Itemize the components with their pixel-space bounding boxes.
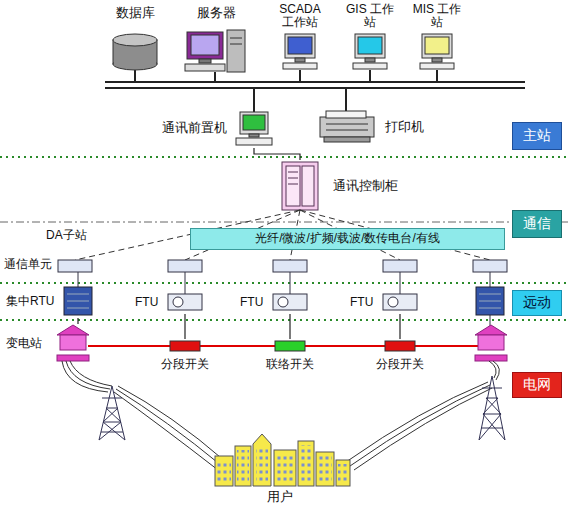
database-icon: 数据库	[100, 4, 170, 72]
front-end-computer-icon	[236, 112, 272, 145]
database-cylinder	[113, 34, 157, 70]
ftu-device: FTU	[348, 291, 420, 314]
connector	[213, 345, 262, 347]
server-computer	[185, 30, 245, 72]
rtu-racks	[64, 287, 504, 315]
node-label: 通讯前置机	[162, 121, 227, 135]
node-label: GIS 工作站	[343, 3, 397, 29]
transmission-towers	[99, 376, 505, 440]
node-label: 通信	[523, 216, 551, 231]
switch-icons	[170, 341, 415, 351]
tie-switch: 联络开关	[262, 339, 318, 373]
users-city: 用户	[205, 428, 355, 506]
workstation-icon: MIS 工作站	[405, 1, 469, 73]
cabinet-icon	[282, 162, 318, 210]
connector	[318, 345, 372, 347]
connector	[92, 345, 157, 347]
comm-control-cabinet: 通讯控制柜	[278, 160, 400, 212]
node-label: 服务器	[197, 6, 236, 20]
node-label: 变电站	[6, 337, 42, 350]
connector	[399, 314, 400, 339]
node-label: 远动	[523, 295, 551, 310]
printer-icon	[320, 111, 374, 142]
node-label: 集中RTU	[6, 295, 54, 308]
node-label: FTU	[350, 296, 373, 309]
bus	[105, 70, 525, 117]
connector	[77, 318, 78, 324]
node-label: MIS 工作站	[410, 3, 464, 29]
sectionalizing-switch: 分段开关	[157, 339, 213, 373]
sectionalizing-switch: 分段开关	[372, 339, 428, 373]
workstation-icon: GIS 工作站	[338, 1, 402, 73]
node-label: 数据库	[116, 6, 155, 20]
layer-band: 远动	[512, 290, 562, 316]
front-end-computer: 通讯前置机	[160, 108, 274, 148]
layer-band: 电网	[512, 372, 562, 398]
node-label: 分段开关	[161, 358, 209, 371]
server-icon: 服务器	[180, 4, 252, 74]
substation-houses	[57, 325, 507, 361]
node-label: 打印机	[385, 120, 424, 134]
node-label: 通讯控制柜	[333, 179, 398, 193]
layer-band: 主站	[512, 122, 562, 150]
ftu-device: FTU	[238, 291, 310, 314]
node-label: SCADA 工作站	[273, 3, 327, 29]
layer-separators	[0, 157, 570, 320]
rtu-device: 集中RTU	[4, 286, 96, 318]
workstation-icon: SCADA 工作站	[268, 1, 332, 73]
city-buildings	[215, 434, 350, 486]
node-label: FTU	[135, 296, 158, 309]
node-label: 联络开关	[266, 358, 314, 371]
node-label: 电网	[523, 377, 551, 392]
node-label: 光纤/微波/扩频/载波/数传电台/有线	[255, 232, 440, 245]
printer: 打印机	[316, 110, 426, 144]
connector	[254, 148, 300, 160]
connector	[289, 314, 290, 339]
comm-links	[75, 210, 490, 260]
layer-band: 通信	[512, 210, 562, 238]
substation: 变电站	[4, 324, 92, 364]
ftu-device: FTU	[133, 291, 205, 314]
node-label: FTU	[240, 296, 263, 309]
sub-station-label: DA子站	[46, 229, 87, 242]
ftu-icons	[168, 294, 417, 310]
connector	[184, 314, 185, 339]
workstation-computers	[283, 34, 454, 69]
comm-media-box: 光纤/微波/扩频/载波/数传电台/有线	[190, 228, 505, 250]
unit-label: 通信单元	[4, 258, 52, 271]
node-label: 分段开关	[376, 358, 424, 371]
comm-units	[58, 260, 507, 326]
node-label: 用户	[267, 490, 293, 504]
node-label: 主站	[523, 128, 551, 143]
